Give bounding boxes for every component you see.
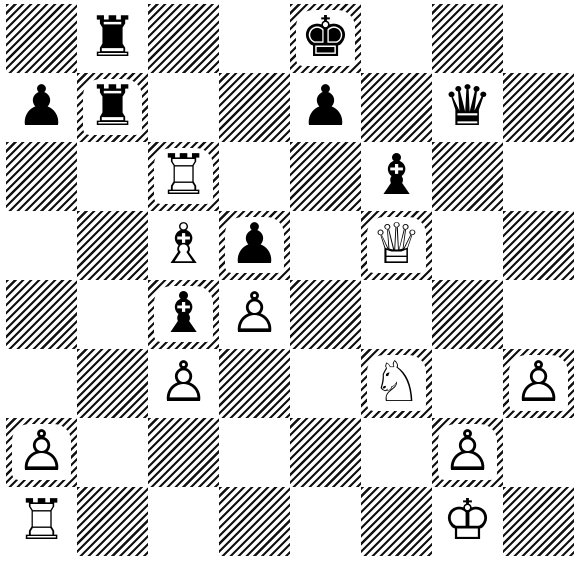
square-h1[interactable]	[503, 487, 574, 556]
square-b8[interactable]: ♜	[77, 4, 148, 73]
square-h4[interactable]	[503, 280, 574, 349]
square-b7[interactable]: ♜	[77, 73, 148, 142]
black-pawn-icon[interactable]: ♟	[225, 217, 283, 273]
square-h3[interactable]: ♙	[503, 349, 574, 418]
square-c1[interactable]	[148, 487, 219, 556]
black-king-icon[interactable]: ♚	[296, 10, 354, 66]
square-e8[interactable]: ♚	[290, 4, 361, 73]
square-g4[interactable]	[432, 280, 503, 349]
square-d1[interactable]	[219, 487, 290, 556]
square-a6[interactable]	[6, 142, 77, 211]
white-king-icon[interactable]: ♔	[438, 493, 496, 549]
square-g2[interactable]: ♙	[432, 418, 503, 487]
chess-board: ♜♚♟♜♟♛♖♝♗♟♕♝♙♙♘♙♙♙♖♔	[6, 4, 574, 556]
square-g7[interactable]: ♛	[432, 73, 503, 142]
square-d6[interactable]	[219, 142, 290, 211]
black-queen-icon[interactable]: ♛	[438, 79, 496, 135]
square-c2[interactable]	[148, 418, 219, 487]
square-g5[interactable]	[432, 211, 503, 280]
square-c8[interactable]	[148, 4, 219, 73]
square-d7[interactable]	[219, 73, 290, 142]
square-a3[interactable]	[6, 349, 77, 418]
square-b3[interactable]	[77, 349, 148, 418]
white-pawn-icon[interactable]: ♙	[438, 424, 496, 480]
square-g8[interactable]	[432, 4, 503, 73]
square-d8[interactable]	[219, 4, 290, 73]
square-h7[interactable]	[503, 73, 574, 142]
square-c5[interactable]: ♗	[148, 211, 219, 280]
square-b1[interactable]	[77, 487, 148, 556]
square-b2[interactable]	[77, 418, 148, 487]
white-pawn-icon[interactable]: ♙	[225, 286, 283, 342]
square-h5[interactable]	[503, 211, 574, 280]
square-e1[interactable]	[290, 487, 361, 556]
square-g1[interactable]: ♔	[432, 487, 503, 556]
square-a4[interactable]	[6, 280, 77, 349]
square-f1[interactable]	[361, 487, 432, 556]
square-c4[interactable]: ♝	[148, 280, 219, 349]
white-queen-icon[interactable]: ♕	[367, 217, 425, 273]
square-f3[interactable]: ♘	[361, 349, 432, 418]
square-e7[interactable]: ♟	[290, 73, 361, 142]
square-e6[interactable]	[290, 142, 361, 211]
white-rook-icon[interactable]: ♖	[154, 148, 212, 204]
square-f6[interactable]: ♝	[361, 142, 432, 211]
black-bishop-icon[interactable]: ♝	[154, 286, 212, 342]
square-h2[interactable]	[503, 418, 574, 487]
square-c6[interactable]: ♖	[148, 142, 219, 211]
black-rook-icon[interactable]: ♜	[83, 10, 141, 66]
square-f4[interactable]	[361, 280, 432, 349]
white-knight-icon[interactable]: ♘	[367, 355, 425, 411]
square-a7[interactable]: ♟	[6, 73, 77, 142]
square-e4[interactable]	[290, 280, 361, 349]
square-c3[interactable]: ♙	[148, 349, 219, 418]
square-d4[interactable]: ♙	[219, 280, 290, 349]
white-rook-icon[interactable]: ♖	[12, 493, 70, 549]
square-f7[interactable]	[361, 73, 432, 142]
square-a1[interactable]: ♖	[6, 487, 77, 556]
square-f8[interactable]	[361, 4, 432, 73]
white-bishop-icon[interactable]: ♗	[154, 217, 212, 273]
black-rook-icon[interactable]: ♜	[83, 79, 141, 135]
square-a2[interactable]: ♙	[6, 418, 77, 487]
square-d2[interactable]	[219, 418, 290, 487]
square-f2[interactable]	[361, 418, 432, 487]
square-g3[interactable]	[432, 349, 503, 418]
square-e2[interactable]	[290, 418, 361, 487]
square-h8[interactable]	[503, 4, 574, 73]
square-b4[interactable]	[77, 280, 148, 349]
square-e5[interactable]	[290, 211, 361, 280]
square-b5[interactable]	[77, 211, 148, 280]
black-pawn-icon[interactable]: ♟	[296, 79, 354, 135]
white-pawn-icon[interactable]: ♙	[509, 355, 567, 411]
square-d3[interactable]	[219, 349, 290, 418]
square-b6[interactable]	[77, 142, 148, 211]
square-f5[interactable]: ♕	[361, 211, 432, 280]
white-pawn-icon[interactable]: ♙	[154, 355, 212, 411]
white-pawn-icon[interactable]: ♙	[12, 424, 70, 480]
square-e3[interactable]	[290, 349, 361, 418]
square-a8[interactable]	[6, 4, 77, 73]
square-d5[interactable]: ♟	[219, 211, 290, 280]
black-bishop-icon[interactable]: ♝	[367, 148, 425, 204]
square-h6[interactable]	[503, 142, 574, 211]
square-g6[interactable]	[432, 142, 503, 211]
black-pawn-icon[interactable]: ♟	[12, 79, 70, 135]
square-a5[interactable]	[6, 211, 77, 280]
square-c7[interactable]	[148, 73, 219, 142]
